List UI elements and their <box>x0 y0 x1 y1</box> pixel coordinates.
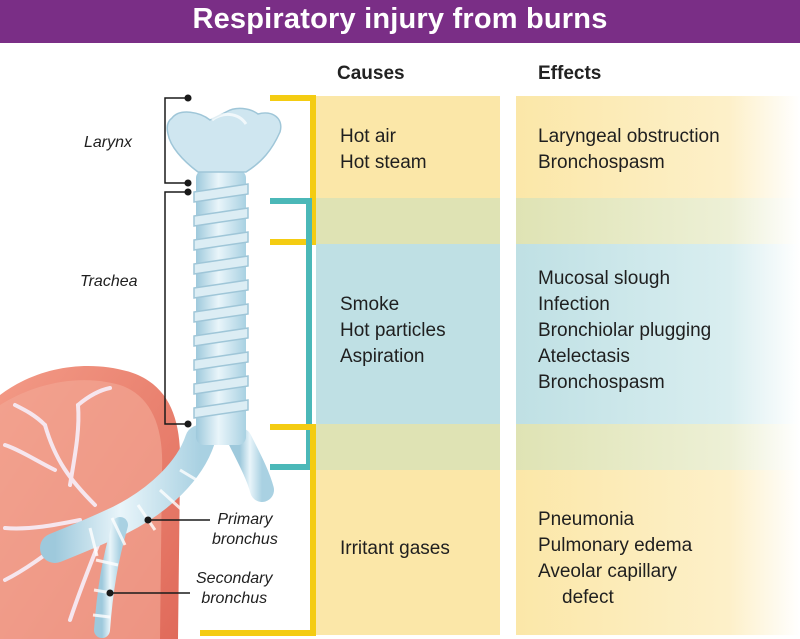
secondary-bronchus-line-1: Secondary <box>196 570 273 587</box>
trachea-label: Trachea <box>80 273 138 290</box>
causes-row-1: Hot air Hot steam <box>340 124 427 176</box>
yellow-bracket-bottom <box>200 424 316 636</box>
teal-bracket-middle <box>270 198 312 470</box>
page-title: Respiratory injury from burns <box>192 3 608 35</box>
effect-item: Mucosal slough <box>538 268 671 289</box>
secondary-bronchus-line-2: bronchus <box>201 590 268 607</box>
effect-item: Atelectasis <box>538 346 630 367</box>
effects-column-header: Effects <box>538 63 602 84</box>
primary-bronchus-line-1: Primary <box>217 511 273 528</box>
primary-bronchus-label: Primary bronchus <box>212 510 278 550</box>
effects-column-bands <box>516 96 800 635</box>
anatomy-brackets <box>106 94 210 597</box>
cause-item: Aspiration <box>340 346 425 367</box>
primary-bronchus-line-2: bronchus <box>212 531 278 548</box>
effect-item: Infection <box>538 294 610 315</box>
effect-item: Aveolar capillary <box>538 561 678 582</box>
effect-item: Laryngeal obstruction <box>538 126 720 147</box>
cause-item: Hot air <box>340 126 396 147</box>
causes-column-bands <box>316 96 500 635</box>
yellow-bracket-top <box>270 95 316 245</box>
effect-item: Bronchiolar plugging <box>538 320 712 341</box>
cause-item: Irritant gases <box>340 538 450 559</box>
causes-row-2: Smoke Hot particles Aspiration <box>340 292 446 370</box>
effect-item: Pulmonary edema <box>538 535 693 556</box>
cause-item: Hot particles <box>340 320 446 341</box>
cause-item: Smoke <box>340 294 400 315</box>
title-banner <box>0 0 800 43</box>
effects-row-1: Laryngeal obstruction Bronchospasm <box>538 124 720 176</box>
effects-row-2: Mucosal slough Infection Bronchiolar plu… <box>538 266 711 396</box>
lung-illustration <box>0 365 181 639</box>
effect-item: defect <box>562 587 614 608</box>
secondary-bronchus-label: Secondary bronchus <box>196 569 273 609</box>
effects-row-3: Pneumonia Pulmonary edema Aveolar capill… <box>538 507 692 611</box>
cause-item: Hot steam <box>340 152 427 173</box>
effect-item: Bronchospasm <box>538 372 665 393</box>
trachea-illustration <box>40 107 282 638</box>
effect-item: Bronchospasm <box>538 152 665 173</box>
effect-item: Pneumonia <box>538 509 635 530</box>
causes-row-3: Irritant gases <box>340 536 450 562</box>
larynx-label: Larynx <box>84 134 133 151</box>
causes-column-header: Causes <box>337 63 405 84</box>
